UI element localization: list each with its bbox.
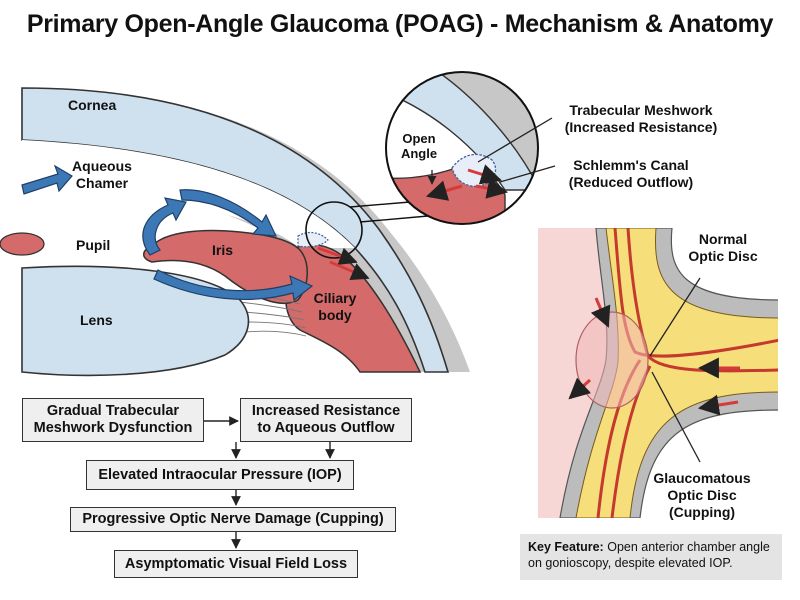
iris <box>143 229 308 305</box>
trabecular-meshwork-main <box>297 231 329 248</box>
zoom-connector-1 <box>349 201 411 208</box>
aqueous-flow-arrows <box>21 164 314 302</box>
flow-step1-line1: Gradual Trabecular <box>46 403 180 419</box>
label-ciliary-line2: body <box>318 307 352 323</box>
key-feature-box: Key Feature: Open anterior chamber angle… <box>520 534 782 580</box>
label-trabecular-meshwork: Trabecular Meshwork (Increased Resistanc… <box>556 102 726 136</box>
zoom-cornea <box>386 72 538 191</box>
label-ciliary-body: Ciliary body <box>306 290 364 324</box>
label-iris: Iris <box>212 242 234 258</box>
flow-step-elevated-iop: Elevated Intraocular Pressure (IOP) <box>86 460 354 490</box>
label-normal-disc-line2: Optic Disc <box>688 248 758 264</box>
label-aqueous-line2: Chamer <box>75 175 129 191</box>
flow-step-visual-field-loss: Asymptomatic Visual Field Loss <box>114 550 358 578</box>
flow-step1-line2: Meshwork Dysfunction <box>33 420 193 436</box>
key-feature-label: Key Feature: <box>528 540 604 554</box>
flow-step-increased-resistance: Increased Resistance to Aqueous Outflow <box>240 398 412 442</box>
label-cornea: Cornea <box>68 97 117 113</box>
zoom-outflow-arrows <box>425 164 509 201</box>
zoom-target-circle <box>305 201 363 259</box>
label-schlemm-line1: Schlemm's Canal <box>573 157 689 173</box>
label-glaucoma-disc-line2: Optic Disc <box>667 487 737 503</box>
optic-cup <box>575 311 649 409</box>
label-open-angle-line2: Angle <box>400 146 438 161</box>
key-feature-text: Open anterior chamber angle on gonioscop… <box>528 540 770 570</box>
flow-step-optic-nerve-damage: Progressive Optic Nerve Damage (Cupping) <box>70 507 396 532</box>
flow-arrow-lower-curve <box>153 269 314 302</box>
label-pupil: Pupil <box>76 237 111 253</box>
label-normal-optic-disc: Normal Optic Disc <box>680 231 766 265</box>
label-aqueous: Aqueous Chamer <box>66 158 138 192</box>
lens <box>21 265 250 377</box>
flow-arrow-pupil-curve <box>142 197 187 256</box>
flowchart-arrows <box>204 416 335 549</box>
label-lens: Lens <box>80 312 113 328</box>
optic-nerve-illustration <box>538 228 778 518</box>
flow-arrow-left <box>21 164 73 195</box>
glaucoma-disc-leader <box>651 371 701 463</box>
normal-disc-leader <box>649 277 701 357</box>
label-ciliary-line1: Ciliary <box>313 290 357 306</box>
label-glaucoma-disc-line1: Glaucomatous <box>653 470 751 486</box>
eye-anatomy <box>0 87 470 377</box>
page-title: Primary Open-Angle Glaucoma (POAG) - Mec… <box>26 10 774 38</box>
flow-step-trabecular-dysfunction: Gradual Trabecular Meshwork Dysfunction <box>22 398 204 442</box>
trabecular-leader <box>477 117 553 163</box>
flow-step2-line1: Increased Resistance <box>251 403 401 419</box>
flow-arrow-upper-curve <box>179 189 277 237</box>
zoom-connector-2 <box>359 215 429 223</box>
label-open-angle-line1: Open <box>402 131 436 146</box>
label-trabecular-line1: Trabecular Meshwork <box>569 102 713 118</box>
pupil-edge <box>0 232 45 256</box>
pressure-arrows <box>568 297 740 416</box>
label-aqueous-line1: Aqueous <box>72 158 132 174</box>
label-schlemm-line2: (Reduced Outflow) <box>568 174 694 190</box>
outflow-arrows-main <box>317 246 370 281</box>
label-glaucomatous-optic-disc: Glaucomatous Optic Disc (Cupping) <box>646 470 758 521</box>
label-schlemms-canal: Schlemm's Canal (Reduced Outflow) <box>556 157 706 191</box>
schlemm-leader <box>499 165 556 183</box>
label-trabecular-line2: (Increased Resistance) <box>564 119 718 135</box>
flow-step2-line2: to Aqueous Outflow <box>257 420 395 436</box>
label-normal-disc-line1: Normal <box>698 231 748 247</box>
label-open-angle: Open Angle <box>396 131 442 161</box>
label-glaucoma-disc-line3: (Cupping) <box>668 504 736 520</box>
